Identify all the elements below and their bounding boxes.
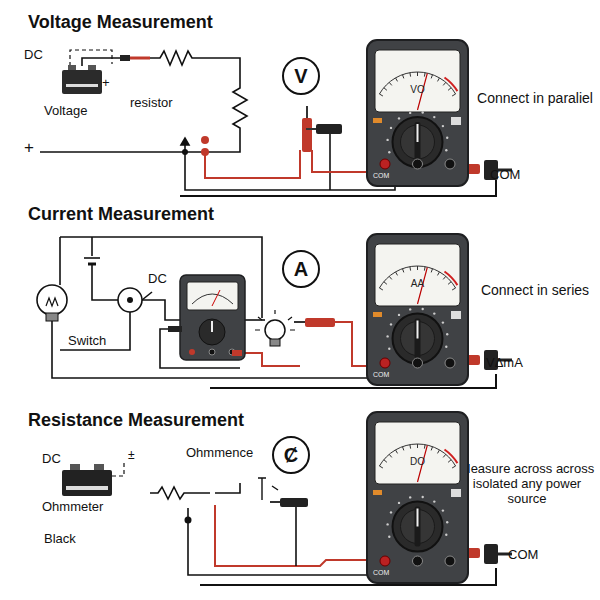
multimeter: VO COM <box>365 38 470 188</box>
meter-display-text: DO <box>365 456 470 467</box>
multimeter-body <box>365 410 470 585</box>
meter-display-text: AA <box>365 278 470 289</box>
instruction-note: Measure across across isolated any power… <box>458 462 596 507</box>
jack-label: COM <box>373 172 389 179</box>
source-label: DC <box>148 272 178 287</box>
mode-symbol: Ȼ <box>272 436 310 474</box>
wire-label: Black <box>44 532 94 547</box>
polarity-mark: + <box>102 76 116 91</box>
instruction-note: Connect in paraliel <box>474 90 596 106</box>
terminal-label: VΔmA <box>486 356 556 371</box>
instruction-note: Connect in series <box>474 282 596 298</box>
jack-label: COM <box>373 371 389 378</box>
meter-display-text: VO <box>365 84 470 95</box>
section-heading: Resistance Measurement <box>28 410 348 431</box>
symbol-letter: V <box>294 66 307 86</box>
jack-label: COM <box>373 569 389 576</box>
symbol-letter: Ȼ <box>284 445 298 465</box>
source-label: Voltage <box>44 104 124 119</box>
polarity-mark: ± <box>128 449 142 463</box>
source-label: DC <box>42 452 72 467</box>
mode-symbol: V <box>282 57 320 95</box>
section-heading: Current Measurement <box>28 204 348 225</box>
multimeter: AA COM <box>365 232 470 387</box>
polarity-mark: + <box>24 138 38 158</box>
multimeter: DO COM <box>365 410 470 585</box>
component-label: Switch <box>68 334 128 349</box>
multimeter-body <box>365 38 470 188</box>
source-label: Ohmmeter <box>42 500 122 515</box>
symbol-letter: A <box>294 259 308 279</box>
multimeter-body <box>365 232 470 387</box>
component-label: resistor <box>130 96 200 111</box>
terminal-label: COM <box>508 548 558 563</box>
source-label: DC <box>24 48 54 63</box>
component-label: Ohmmence <box>186 446 276 461</box>
section-heading: Voltage Measurement <box>28 12 348 33</box>
mode-symbol: A <box>282 250 320 288</box>
terminal-label: COM <box>490 168 540 183</box>
